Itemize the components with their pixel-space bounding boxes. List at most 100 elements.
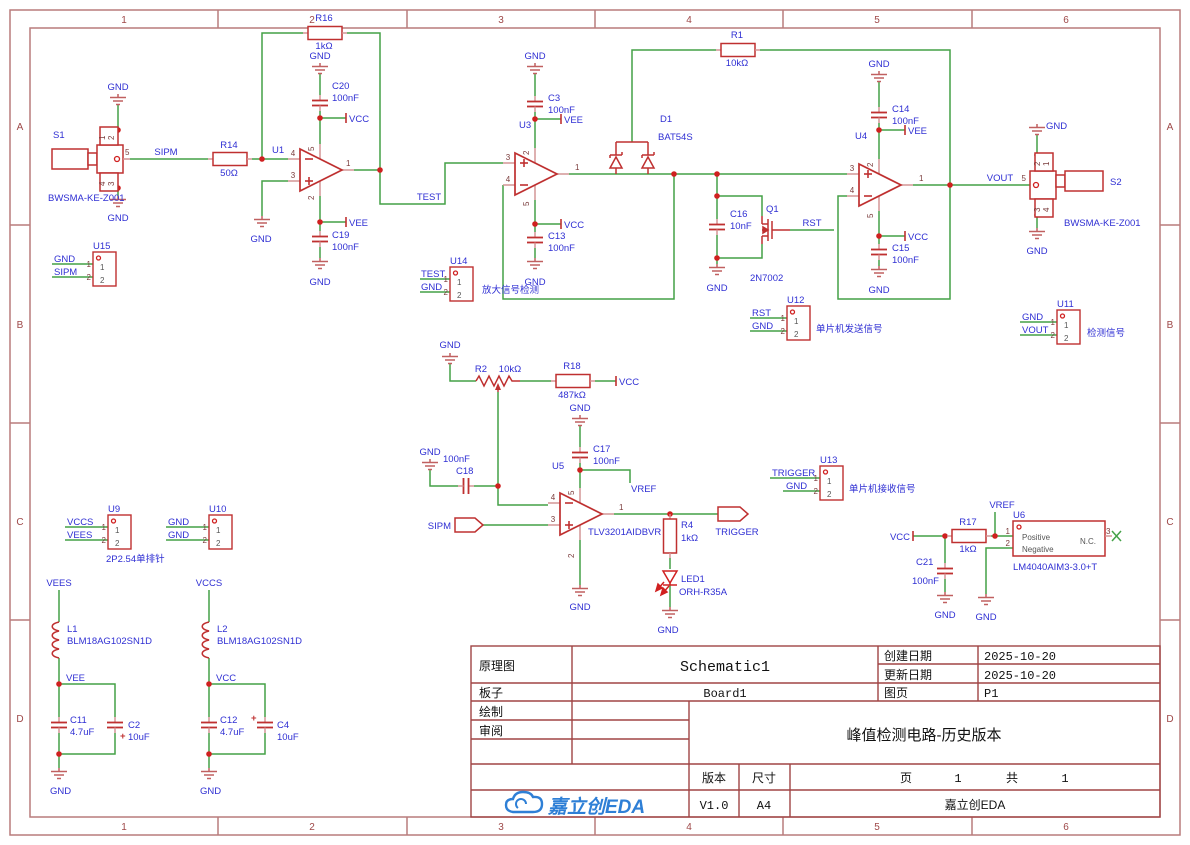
connector-s2[interactable]: S2 BWSMA-KE-Z001 2 1 3 4 5: [1022, 152, 1141, 229]
capacitor-c4[interactable]: + C4 10uF: [251, 713, 299, 743]
row-label: B: [17, 320, 24, 331]
comparator-u5[interactable]: U5 TLV3201AIDBVR 4 3 1 5 2: [547, 461, 661, 558]
opamp-u4[interactable]: U4 3 4 1 2 5: [846, 131, 924, 218]
capacitor-c14[interactable]: C14 100nF: [870, 104, 919, 127]
col-label: 5: [874, 15, 880, 26]
ref-c20: C20: [332, 81, 349, 92]
resistor-r17[interactable]: R17 1kΩ: [946, 517, 992, 555]
pin-number: 1: [794, 317, 799, 326]
val-r16: 1kΩ: [315, 41, 332, 52]
header-u12[interactable]: U12 RST GND 1 2 1 2 单片机发送信号: [752, 295, 883, 341]
capacitor-c11[interactable]: C11 4.7uF: [50, 715, 94, 738]
ref-c19: C19: [332, 230, 349, 241]
resistor-r16[interactable]: R16 1kΩ: [302, 13, 348, 52]
net-label-gnd: GND: [107, 213, 128, 224]
capacitor-c13[interactable]: C13 100nF: [526, 231, 575, 254]
pin-number: 4: [98, 181, 107, 186]
potentiometer-r2[interactable]: R2 10kΩ: [475, 364, 521, 392]
pin-number: 4: [551, 493, 556, 502]
ref-u4: U4: [855, 131, 867, 142]
val-r18: 487kΩ: [558, 390, 586, 401]
header-u9[interactable]: U9 VCCS VEES 1 2 1 2 2P2.54单排针: [67, 504, 165, 565]
net-label-gnd: GND: [50, 786, 71, 797]
val-d1: BAT54S: [658, 132, 693, 143]
pin-number: 2: [814, 487, 819, 496]
pin-number: 2: [1033, 161, 1042, 166]
pin-number: 1: [781, 314, 786, 323]
pin-number: 1: [1006, 527, 1011, 536]
val-c15: 100nF: [892, 255, 919, 266]
resistor-r18[interactable]: R18 487kΩ: [550, 361, 596, 401]
port-trigger[interactable]: TRIGGER: [715, 506, 759, 538]
ref-c18: C18: [456, 466, 473, 477]
capacitor-c2[interactable]: + C2 10uF: [106, 716, 150, 743]
header-u14[interactable]: U14 TEST GND 1 2 1 2 放大信号检测: [421, 256, 539, 302]
pin-number: 2: [115, 539, 120, 548]
pin-number: 2: [794, 330, 799, 339]
wire-segments[interactable]: [52, 32, 1122, 768]
pin-number: 1: [444, 275, 449, 284]
capacitor-c3[interactable]: C3 100nF: [526, 93, 575, 116]
capacitor-c12[interactable]: C12 4.7uF: [200, 715, 244, 738]
vref-u6[interactable]: U6 Positive Negative N.C. 1 2 3 LM4040AI…: [1006, 510, 1112, 573]
diode-d1[interactable]: D1 BAT54S: [608, 114, 693, 174]
board-name: Board1: [703, 687, 746, 701]
mosfet-q1[interactable]: Q1 2N7002: [750, 204, 790, 284]
ref-r18: R18: [563, 361, 580, 372]
inductor-l1[interactable]: L1 BLM18AG102SN1D: [51, 621, 152, 659]
capacitor-c17[interactable]: C17 100nF: [571, 444, 620, 467]
val-c18: 100nF: [443, 454, 470, 465]
capacitor-c15[interactable]: C15 100nF: [870, 243, 919, 266]
capacitor-c20[interactable]: C20 100nF: [311, 81, 359, 112]
capacitor-c21[interactable]: C21 100nF: [912, 557, 954, 587]
ref-l2: L2: [217, 624, 228, 635]
pin-number: 1: [115, 526, 120, 535]
pin-number: 5: [567, 490, 576, 495]
opamp-u3[interactable]: U3 3 4 1 2 5: [502, 120, 580, 206]
resistor-r1[interactable]: R1 10kΩ: [715, 30, 761, 69]
pin-number: 2: [203, 536, 208, 545]
header-u15[interactable]: U15 GND SIPM 1 2 1 2: [54, 241, 117, 287]
ref-u12: U12: [787, 295, 804, 306]
net-label-sipm: SIPM: [54, 267, 77, 278]
pin-number: 1: [814, 474, 819, 483]
pin-number: 4: [1042, 207, 1051, 212]
net-label-vcc: VCC: [890, 532, 910, 543]
ref-u3: U3: [519, 120, 531, 131]
col-label: 3: [498, 822, 504, 833]
capacitor-c18[interactable]: 100nF C18: [443, 454, 475, 495]
pin-number: 2: [1051, 331, 1056, 340]
opamp-u1[interactable]: U1 4 3 1 5 2: [272, 143, 355, 200]
ref-c17: C17: [593, 444, 610, 455]
connector-s1[interactable]: S1 BWSMA-KE-Z001 1 2 4 3 5: [48, 126, 130, 204]
header-u13[interactable]: U13 TRIGGER GND 1 2 1 2 单片机接收信号: [772, 455, 916, 501]
val-c17: 100nF: [593, 456, 620, 467]
val-u6: LM4040AIM3-3.0+T: [1013, 562, 1097, 573]
ref-d1: D1: [660, 114, 672, 125]
pin-number: 2: [522, 150, 531, 155]
net-label-gnd: GND: [569, 403, 590, 414]
net-label-vee: VEE: [66, 673, 85, 684]
ref-s1: S1: [53, 130, 65, 141]
net-label-gnd: GND: [524, 277, 545, 288]
net-label-vcc: VCC: [564, 220, 584, 231]
resistor-r14[interactable]: R14 50Ω: [207, 140, 253, 179]
header-u11[interactable]: U11 GND VOUT 1 2 1 2 检测信号: [1022, 299, 1125, 345]
val-c21: 100nF: [912, 576, 939, 587]
capacitor-c19[interactable]: C19 100nF: [311, 230, 359, 253]
header-u10[interactable]: U10 GND GND 1 2 1 2: [168, 504, 233, 550]
pin-number: 2: [216, 539, 221, 548]
port-sipm[interactable]: SIPM: [428, 517, 485, 533]
net-label-vref: VREF: [989, 500, 1015, 511]
pin-number: 2: [866, 162, 875, 167]
resistor-r4[interactable]: R4 1kΩ: [662, 513, 699, 559]
pin-number: 2: [567, 553, 576, 558]
ref-u5: U5: [552, 461, 564, 472]
pin-number: 1: [203, 523, 208, 532]
title-block: 原理图 Schematic1 创建日期 2025-10-20 更新日期 2025…: [470, 645, 1161, 818]
schematic-name: Schematic1: [680, 659, 770, 676]
inductor-l2[interactable]: L2 BLM18AG102SN1D: [201, 621, 302, 659]
led-led1[interactable]: LED1 ORH-R35A: [654, 570, 728, 598]
capacitor-c16[interactable]: C16 10nF: [708, 209, 752, 236]
